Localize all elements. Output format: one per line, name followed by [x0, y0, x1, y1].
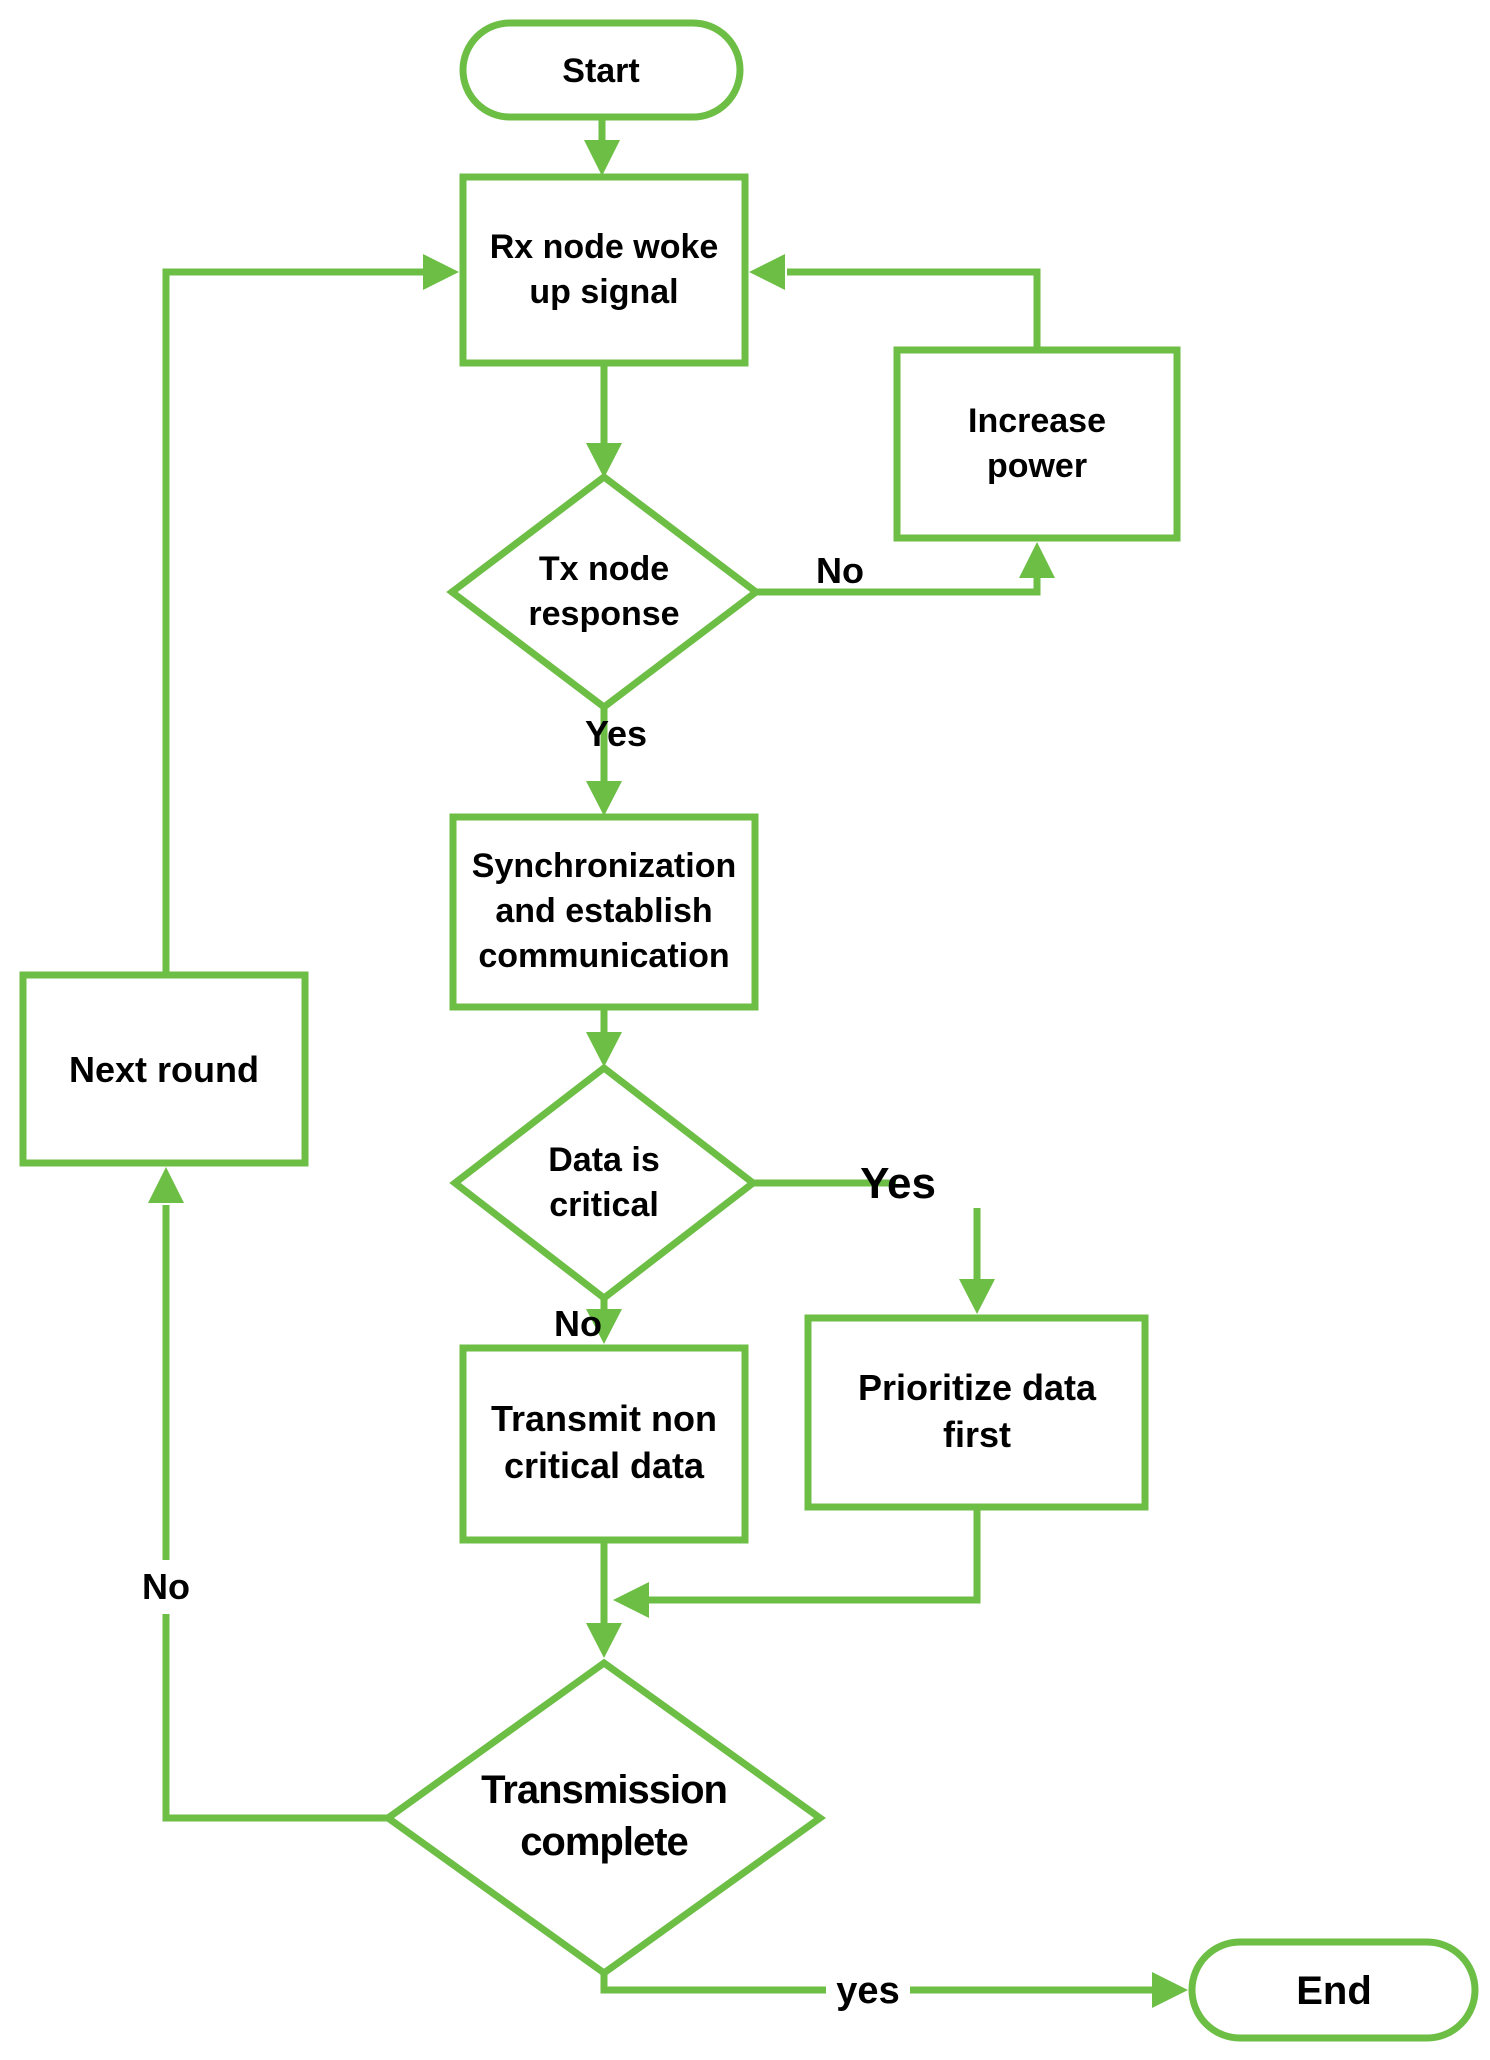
next-round-label: Next round — [69, 1049, 259, 1090]
transmit-label-line2: critical data — [504, 1445, 705, 1486]
rx-label-line2: up signal — [529, 273, 678, 311]
edge-tx-to-increase-power — [756, 578, 1041, 596]
arrowhead-down-icon — [586, 1032, 622, 1067]
edges — [148, 117, 1188, 2008]
transmission-complete-decision-shape — [381, 1658, 827, 1978]
edge-label-transmission-no: No — [142, 1566, 190, 1607]
edge-label-tx-yes: Yes — [585, 713, 647, 754]
node-start: Start — [459, 19, 744, 121]
increase-power-label-line1: Increase — [968, 402, 1106, 440]
edge-increase-power-to-rx — [787, 268, 1041, 350]
end-terminator-shape — [1188, 1938, 1479, 2042]
increase-power-label-line2: power — [987, 447, 1087, 485]
transmission-complete-label-line1: Transmission — [481, 1768, 727, 1812]
rx-label-line1: Rx node woke — [490, 228, 719, 266]
arrowhead-down-icon — [586, 443, 622, 478]
start-terminator-shape — [459, 19, 744, 121]
node-data-critical: Data is critical — [449, 1063, 759, 1303]
sync-label-line1: Synchronization — [472, 847, 736, 885]
edge-transmission-to-yes — [600, 1973, 826, 1994]
edge-labels: No Yes Yes No No yes — [142, 550, 936, 2012]
edge-transmission-to-no — [162, 1614, 388, 1822]
node-tx-response: Tx node response — [446, 472, 762, 712]
edge-label-data-no: No — [554, 1303, 602, 1344]
sync-label-line3: communication — [478, 937, 729, 975]
data-critical-label-line2: critical — [549, 1186, 659, 1224]
sync-label-line2: and establish — [495, 892, 712, 930]
edge-label-data-yes: Yes — [860, 1159, 936, 1208]
edge-prioritize-to-merge — [649, 1507, 981, 1604]
rx-process-shape — [459, 173, 749, 367]
arrowhead-down-icon — [586, 1309, 622, 1344]
transmit-label-line1: Transmit non — [491, 1398, 717, 1439]
arrowhead-left-icon — [749, 254, 785, 290]
increase-power-process-shape — [893, 346, 1181, 542]
arrowhead-down-icon — [586, 1623, 622, 1658]
node-end: End — [1188, 1938, 1479, 2042]
arrowhead-right-icon — [423, 254, 459, 290]
next-round-process-shape — [19, 971, 309, 1167]
node-transmit: Transmit non critical data — [459, 1344, 749, 1544]
arrowhead-up-icon — [1019, 542, 1055, 578]
arrowhead-down-icon — [586, 781, 622, 816]
node-rx-woke-up: Rx node woke up signal — [459, 173, 749, 367]
node-synchronization: Synchronization and establish communicat… — [449, 813, 759, 1011]
prioritize-process-shape — [804, 1314, 1149, 1511]
arrowhead-down-icon — [584, 140, 620, 176]
node-prioritize: Prioritize data first — [804, 1314, 1149, 1511]
sync-process-shape — [449, 813, 759, 1011]
tx-decision-shape — [446, 472, 762, 712]
edge-next-round-to-rx — [162, 268, 423, 975]
node-transmission-complete: Transmission complete — [381, 1658, 827, 1978]
edge-label-transmission-yes: yes — [836, 1970, 899, 2012]
arrowhead-right-icon — [1152, 1972, 1188, 2008]
arrowhead-left-icon — [613, 1582, 649, 1618]
prioritize-label-line1: Prioritize data — [858, 1367, 1097, 1408]
transmit-process-shape — [459, 1344, 749, 1544]
edge-label-tx-no: No — [816, 550, 864, 591]
end-label: End — [1296, 1969, 1372, 2013]
transmission-complete-label-line2: complete — [520, 1820, 688, 1864]
prioritize-label-line2: first — [943, 1414, 1011, 1455]
data-critical-label-line1: Data is — [548, 1141, 660, 1179]
start-label: Start — [562, 52, 639, 90]
arrowhead-up-icon — [148, 1167, 184, 1203]
arrowhead-down-icon — [959, 1279, 995, 1314]
tx-label-line2: response — [528, 595, 679, 633]
tx-label-line1: Tx node — [539, 550, 669, 588]
data-critical-decision-shape — [449, 1063, 759, 1303]
node-increase-power: Increase power — [893, 346, 1181, 542]
node-next-round: Next round — [19, 971, 309, 1167]
